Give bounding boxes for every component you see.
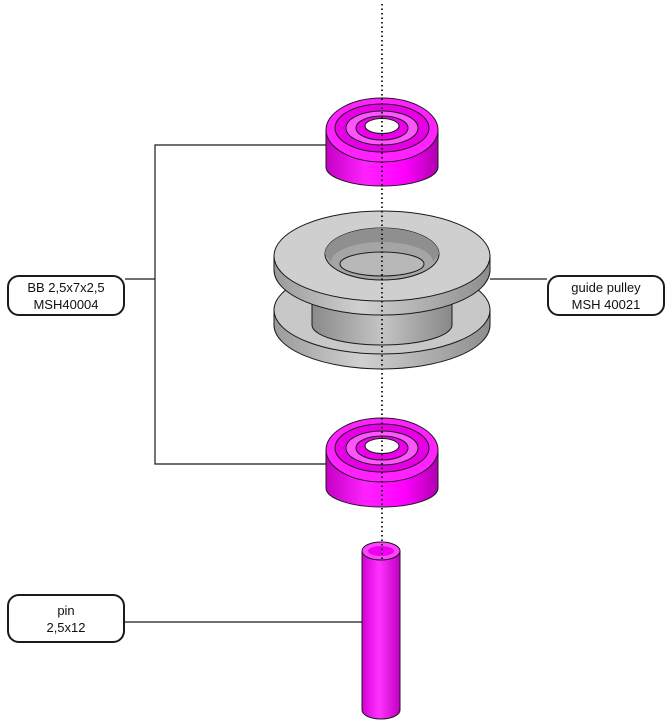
leader-lines	[125, 144, 547, 623]
pin-label-line2: 2,5x12	[46, 619, 86, 635]
pulley-label: guide pulley MSH 40021	[547, 275, 665, 316]
pulley-label-line1: guide pulley	[571, 279, 641, 295]
bearing-label-line1: BB 2,5x7x2,5	[27, 279, 105, 295]
pin-label-line1: pin	[57, 602, 75, 618]
bearing-label-line2: MSH40004	[33, 296, 99, 312]
bottom-bearing	[325, 417, 439, 508]
bearing-leader-bracket	[154, 144, 326, 465]
pulley-label-line2: MSH 40021	[571, 296, 641, 312]
pin	[361, 541, 401, 720]
guide-pulley	[273, 210, 491, 370]
bearing-label: BB 2,5x7x2,5 MSH40004	[7, 275, 125, 316]
pin-label: pin 2,5x12	[7, 594, 125, 643]
top-bearing	[325, 97, 439, 187]
